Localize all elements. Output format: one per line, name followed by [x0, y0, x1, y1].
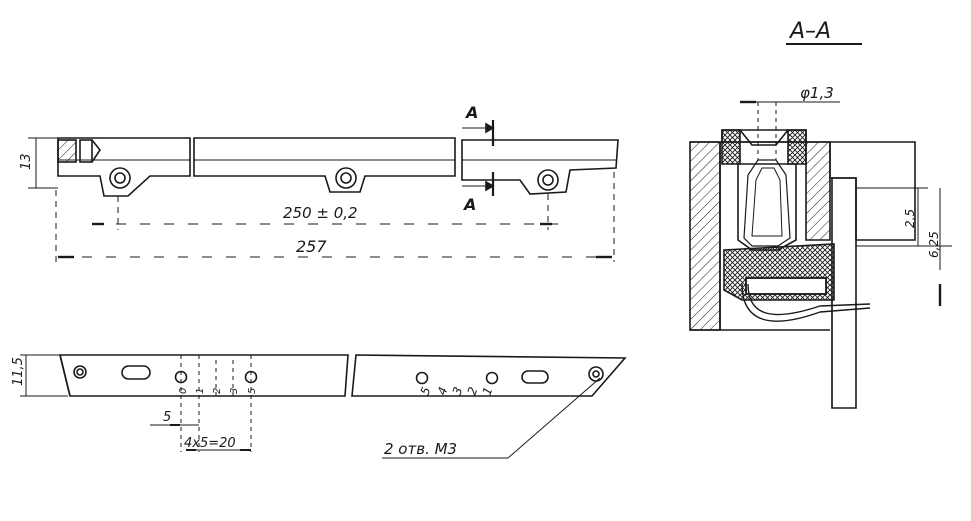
- scale-right-1: 1: [480, 385, 496, 397]
- dimension-hole-spacing: 250 ± 0,2: [283, 204, 358, 222]
- dimension-thickness: 13: [19, 153, 34, 170]
- section-title: A–A: [788, 19, 831, 44]
- section-view: [689, 43, 952, 409]
- dimension-width: 11,5: [11, 357, 26, 386]
- callout-holes: 2 отв. M3: [384, 440, 457, 458]
- scale-left-2: 2: [212, 388, 223, 394]
- scale-right-2: 2: [465, 385, 481, 397]
- scale-left-5: 5: [247, 388, 258, 394]
- scale-right-4: 4: [435, 385, 451, 397]
- front-view: [28, 120, 619, 262]
- scale-left-1: 1: [195, 388, 206, 394]
- scale-right-5: 5: [418, 385, 434, 397]
- dimension-hole-diameter: φ1,3: [800, 84, 834, 102]
- scale-left-3: 3: [229, 388, 240, 394]
- scale-left-0: 0: [178, 388, 189, 394]
- dimension-pitch: 5: [163, 410, 171, 425]
- section-marker-bottom: A: [462, 195, 476, 214]
- dimension-overall-length: 257: [296, 237, 327, 256]
- dimension-height-large: 6,25: [927, 231, 941, 258]
- scale-right-3: 3: [450, 385, 466, 397]
- top-view: [20, 354, 627, 459]
- section-marker-top: A: [464, 103, 478, 122]
- dimension-pitch-total: 4x5=20: [184, 436, 236, 451]
- dimension-height-small: 2,5: [903, 209, 917, 228]
